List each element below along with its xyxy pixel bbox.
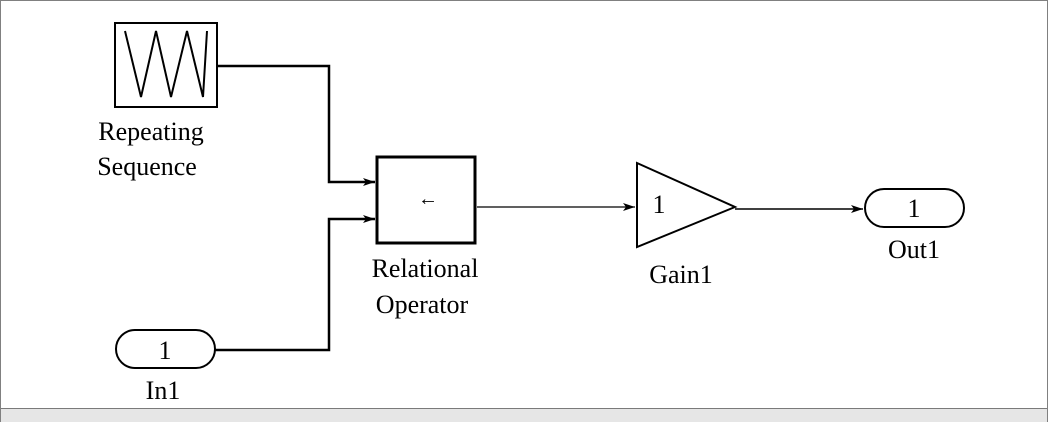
repeating-sequence-label-line2: Sequence (97, 152, 197, 181)
out1-label: Out1 (888, 235, 940, 264)
relational-operator-label-line2: Operator (376, 290, 469, 319)
out1-port-shape[interactable] (864, 188, 965, 228)
repeating-sequence-block[interactable]: Repeating Sequence (97, 22, 218, 181)
out1-port-block[interactable]: 1 Out1 (864, 188, 965, 264)
sawtooth-wave-icon (124, 30, 208, 98)
repeating-sequence-label-line1: Repeating (98, 117, 203, 146)
relational-operator-label-line1: Relational (372, 254, 479, 283)
in1-port-block[interactable]: 1 In1 (115, 329, 216, 405)
in1-port-number: 1 (159, 336, 172, 365)
repeating-sequence-box[interactable] (114, 22, 218, 108)
out1-port-number: 1 (908, 194, 921, 223)
relational-operator-box[interactable] (375, 155, 477, 245)
status-bar (1, 408, 1047, 422)
gain1-value: 1 (653, 190, 666, 219)
model-diagram: Repeating Sequence 1 In1 ← Relational Op… (97, 22, 965, 405)
signal-line-in1-to-operator[interactable] (215, 215, 375, 352)
relational-operator-block[interactable]: ← Relational Operator (372, 155, 479, 319)
signal-line-sequence-to-operator[interactable] (217, 64, 375, 186)
in1-label: In1 (146, 376, 181, 405)
gain1-block[interactable]: 1 Gain1 (636, 161, 738, 289)
gain1-label: Gain1 (649, 260, 713, 289)
gain1-triangle[interactable] (636, 161, 738, 249)
relational-operator-symbol: ← (418, 188, 438, 210)
